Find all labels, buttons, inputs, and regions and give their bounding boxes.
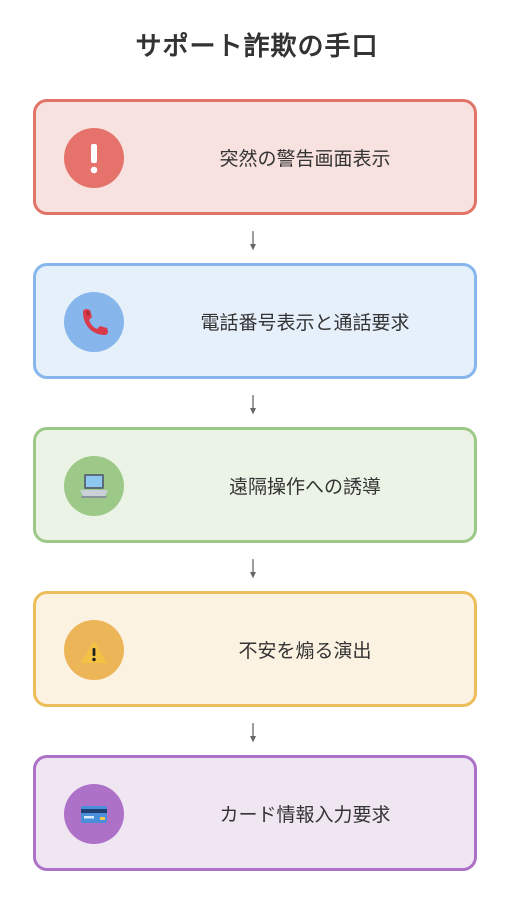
arrow-down-icon xyxy=(250,231,256,251)
step-label: 電話番号表示と通話要求 xyxy=(200,311,410,334)
arrow-down-icon xyxy=(250,723,256,743)
step-badge xyxy=(64,784,124,844)
step-badge xyxy=(64,620,124,680)
step-anxiety: 不安を煽る演出 xyxy=(33,591,477,707)
step-label: 不安を煽る演出 xyxy=(238,639,372,662)
telephone-icon xyxy=(83,309,108,335)
step-label: 突然の警告画面表示 xyxy=(219,147,391,170)
step-badge xyxy=(64,456,124,516)
credit-card-icon xyxy=(81,806,107,823)
step-card-input: カード情報入力要求 xyxy=(33,755,477,871)
step-badge xyxy=(64,292,124,352)
arrow-down-icon xyxy=(250,559,256,579)
step-warning-screen: 突然の警告画面表示 xyxy=(33,99,477,215)
laptop-icon xyxy=(80,474,108,498)
step-phone-call: 電話番号表示と通話要求 xyxy=(33,263,477,379)
warning-icon xyxy=(81,641,107,663)
step-remote-control: 遠隔操作への誘導 xyxy=(33,427,477,543)
exclamation-icon xyxy=(90,144,98,174)
step-label: 遠隔操作への誘導 xyxy=(228,475,381,498)
step-badge xyxy=(64,128,124,188)
arrow-down-icon xyxy=(250,395,256,415)
page-title: サポート詐欺の手口 xyxy=(135,32,379,62)
step-label: カード情報入力要求 xyxy=(219,803,391,826)
